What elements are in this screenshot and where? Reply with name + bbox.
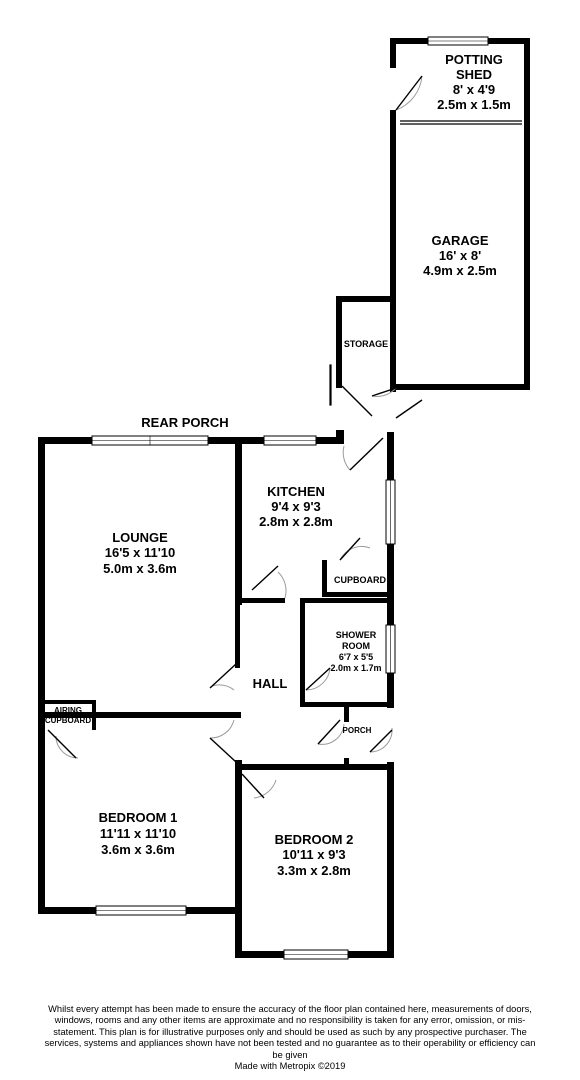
bedroom1-imperial: 11'11 x 11'10 [100, 826, 176, 841]
bedroom2-name: BEDROOM 2 [275, 832, 354, 847]
disclaimer-text: Whilst every attempt has been made to en… [44, 1004, 536, 1060]
shower-room-metric: 2.0m x 1.7m [330, 663, 381, 673]
room-labels: POTTING SHED 8' x 4'9 2.5m x 1.5m GARAGE… [45, 52, 511, 878]
potting-shed-imperial: 8' x 4'9 [453, 82, 495, 97]
disclaimer: Whilst every attempt has been made to en… [40, 1004, 540, 1072]
garage-metric: 4.9m x 2.5m [423, 263, 497, 278]
bedroom1-name: BEDROOM 1 [99, 810, 178, 825]
porch-name: PORCH [343, 726, 372, 735]
shower-room-imperial: 6'7 x 5'5 [339, 652, 373, 662]
metropix-credit: Made with Metropix ©2019 [234, 1061, 346, 1072]
potting-shed-name-line2: SHED [456, 67, 492, 82]
doors [47, 75, 423, 799]
bedroom2-imperial: 10'11 x 9'3 [282, 847, 345, 862]
bedroom1-metric: 3.6m x 3.6m [101, 842, 175, 857]
airing-cupboard-name-line1: AIRING [54, 706, 82, 715]
windows [91, 36, 522, 960]
floor-plan: POTTING SHED 8' x 4'9 2.5m x 1.5m GARAGE… [38, 36, 530, 960]
kitchen-name: KITCHEN [267, 484, 325, 499]
bedroom2-metric: 3.3m x 2.8m [277, 863, 351, 878]
lounge-name: LOUNGE [112, 530, 168, 545]
airing-cupboard-name-line2: CUPBOARD [45, 716, 91, 725]
kitchen-imperial: 9'4 x 9'3 [271, 499, 321, 514]
shower-room-name-line2: ROOM [342, 641, 370, 651]
hall-name: HALL [253, 676, 288, 691]
shower-room-name-line1: SHOWER [336, 630, 377, 640]
garage-imperial: 16' x 8' [439, 248, 481, 263]
lounge-imperial: 16'5 x 11'10 [105, 545, 176, 560]
cupboard-name: CUPBOARD [334, 575, 387, 585]
potting-shed-name-line1: POTTING [445, 52, 503, 67]
potting-shed-metric: 2.5m x 1.5m [437, 97, 511, 112]
kitchen-metric: 2.8m x 2.8m [259, 514, 333, 529]
lounge-metric: 5.0m x 3.6m [103, 561, 177, 576]
rear-porch-name: REAR PORCH [141, 415, 228, 430]
garage-name: GARAGE [431, 233, 488, 248]
storage-name: STORAGE [344, 339, 388, 349]
